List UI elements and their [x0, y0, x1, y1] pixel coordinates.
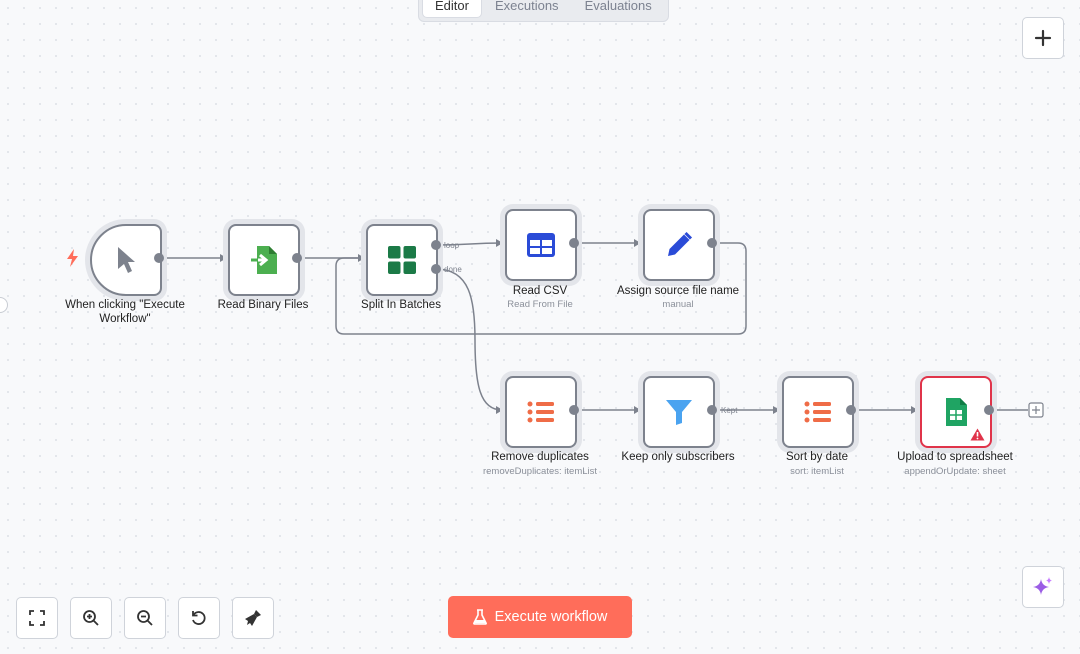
output-label-kept: Kept: [721, 406, 738, 415]
node-trigger[interactable]: [90, 224, 162, 296]
output-handle-done[interactable]: [431, 264, 441, 274]
warning-icon: [970, 428, 985, 441]
node-subtitle: appendOrUpdate: sheet: [904, 466, 1006, 477]
reset-zoom-button[interactable]: [178, 597, 220, 639]
node-split-in-batches[interactable]: [366, 224, 438, 296]
tab-executions[interactable]: Executions: [494, 0, 559, 13]
output-handle[interactable]: [984, 405, 994, 415]
list-icon: [804, 401, 831, 423]
ai-assistant-button[interactable]: [1022, 566, 1064, 608]
plus-icon: [1034, 29, 1052, 47]
pencil-icon: [668, 231, 693, 256]
node-label: Assign source file name: [616, 285, 740, 297]
node-keep-only-subscribers[interactable]: [643, 376, 715, 448]
node-label: Keep only subscribers: [621, 451, 735, 463]
execute-workflow-label: Execute workflow: [494, 609, 608, 625]
add-node-handle: [1028, 402, 1044, 418]
filter-icon: [666, 400, 692, 425]
node-subtitle: Read From File: [507, 299, 573, 310]
node-label: Sort by date: [785, 451, 848, 463]
output-handle-loop[interactable]: [431, 240, 441, 250]
google-sheets-icon: [946, 398, 967, 426]
reset-zoom-icon: [192, 611, 206, 625]
fit-view-button[interactable]: [16, 597, 58, 639]
node-label: Split In Batches: [361, 299, 441, 311]
output-handle[interactable]: [707, 238, 717, 248]
node-sort-by-date[interactable]: [782, 376, 854, 448]
lightning-bolt-icon: [67, 249, 78, 267]
node-label: Upload to spreadsheet: [897, 451, 1013, 463]
fit-view-icon: [29, 610, 45, 626]
file-import-icon: [251, 246, 277, 274]
zoom-in-button[interactable]: [70, 597, 112, 639]
node-label: Read Binary Files: [217, 299, 309, 311]
node-subtitle: manual: [662, 299, 694, 310]
view-tabs: Editor Executions Evaluations: [418, 0, 669, 22]
output-label-done: done: [444, 265, 462, 274]
tidy-up-button[interactable]: [232, 597, 274, 639]
tab-evaluations[interactable]: Evaluations: [584, 0, 652, 13]
grid-icon: [388, 246, 416, 274]
add-node-button[interactable]: [1022, 17, 1064, 59]
output-handle[interactable]: [292, 253, 302, 263]
node-read-binary-files[interactable]: [228, 224, 300, 296]
sparkle-icon: [1033, 577, 1052, 595]
left-panel-handle[interactable]: [0, 297, 8, 313]
cursor-icon: [118, 247, 135, 273]
execute-workflow-button[interactable]: Execute workflow: [448, 596, 632, 638]
zoom-out-icon: [137, 610, 153, 626]
node-read-csv[interactable]: [505, 209, 577, 281]
zoom-out-button[interactable]: [124, 597, 166, 639]
output-label-loop: loop: [444, 241, 460, 250]
zoom-in-icon: [83, 610, 99, 626]
node-label: Remove duplicates: [491, 451, 589, 463]
node-label: Read CSV: [512, 285, 568, 297]
tidy-up-icon: [245, 610, 261, 626]
flask-icon: [472, 609, 487, 625]
table-icon: [527, 233, 555, 257]
output-handle[interactable]: [846, 405, 856, 415]
list-icon: [527, 401, 554, 423]
output-handle[interactable]: [569, 405, 579, 415]
node-assign-source-file-name[interactable]: [643, 209, 715, 281]
tab-editor[interactable]: Editor: [423, 0, 481, 17]
output-handle[interactable]: [154, 253, 164, 263]
node-subtitle: sort: itemList: [790, 466, 844, 477]
node-remove-duplicates[interactable]: [505, 376, 577, 448]
node-subtitle: removeDuplicates: itemList: [482, 466, 598, 477]
output-handle[interactable]: [569, 238, 579, 248]
node-label: When clicking "Execute Workflow": [65, 299, 185, 325]
output-handle-kept[interactable]: [707, 405, 717, 415]
